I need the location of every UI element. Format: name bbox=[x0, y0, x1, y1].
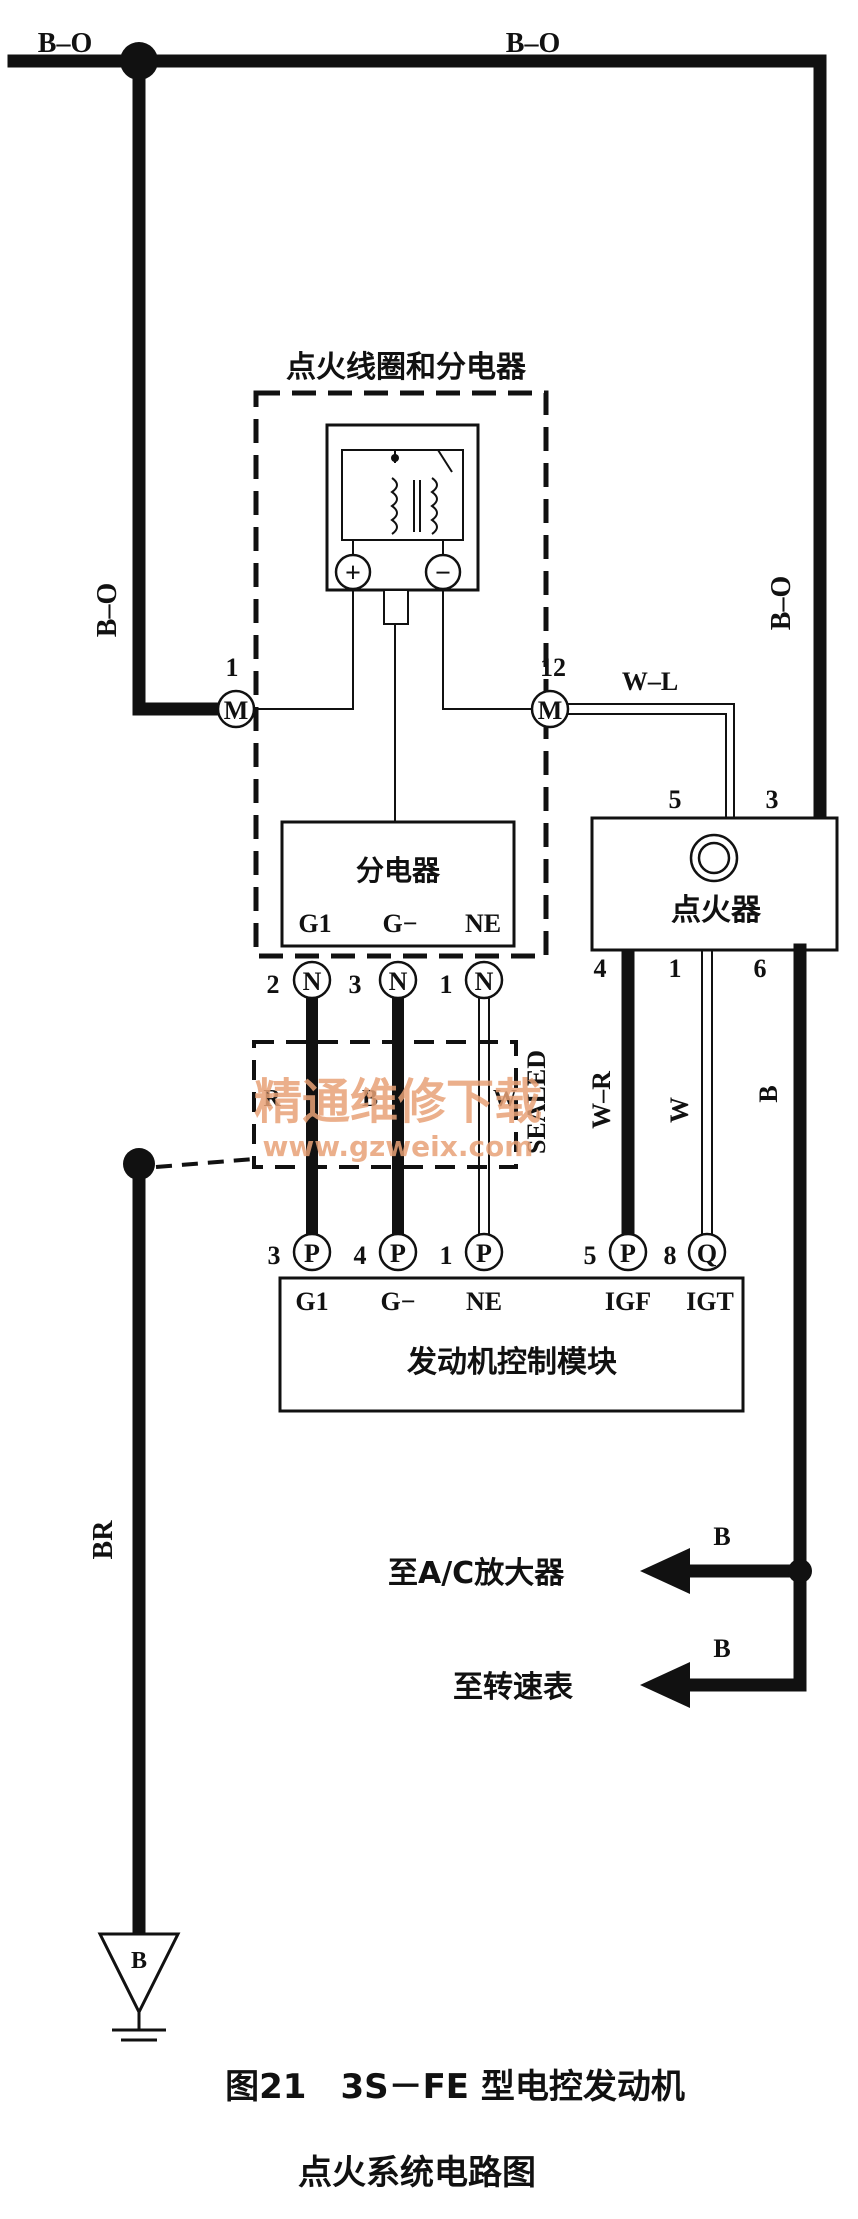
coil-minus-label: − bbox=[435, 558, 451, 589]
connector-n-gm-pin: 3 bbox=[349, 970, 362, 999]
igniter-box bbox=[590, 816, 839, 952]
distributor-pin-g-minus: G− bbox=[382, 909, 417, 938]
wire-label-w: W bbox=[665, 1097, 694, 1123]
wire-label-b-ac: B bbox=[713, 1522, 730, 1551]
wire-label-w-l: W–L bbox=[622, 667, 678, 696]
wire-label-b-o-top-left: B–O bbox=[38, 28, 92, 59]
connector-p-g1-pin: 3 bbox=[268, 1241, 281, 1270]
connector-n-g1-pin: 2 bbox=[267, 970, 280, 999]
ecm-pin-igt: IGT bbox=[686, 1287, 734, 1316]
igniter-pin-6: 6 bbox=[754, 954, 767, 983]
ecm-pin-g1: G1 bbox=[295, 1287, 328, 1316]
ground-symbol bbox=[97, 1932, 181, 2042]
distributor-box bbox=[280, 820, 516, 948]
watermark-url: www.gzweix.com bbox=[263, 1130, 534, 1163]
distributor-title: 分电器 bbox=[356, 854, 441, 887]
connector-p-g1-letter: P bbox=[304, 1239, 320, 1268]
wire-br bbox=[132, 1157, 255, 1934]
ground-splice bbox=[123, 1148, 155, 1180]
wire-w bbox=[701, 950, 713, 1235]
igniter-pin-5: 5 bbox=[669, 785, 682, 814]
connector-m-1-pin: 1 bbox=[226, 653, 239, 682]
coil-plus-label: + bbox=[345, 558, 361, 589]
ecm-pin-g-minus: G− bbox=[380, 1287, 415, 1316]
figure-caption-line1: 图21 3S－FE 型电控发动机 bbox=[225, 2067, 685, 2107]
ground-label: B bbox=[131, 1948, 147, 1974]
ecm-pin-ne: NE bbox=[466, 1287, 502, 1316]
coil-thin-wires bbox=[254, 540, 532, 710]
output-tach-label: 至转速表 bbox=[453, 1670, 573, 1705]
igniter-title: 点火器 bbox=[671, 893, 762, 928]
igniter-pin-3: 3 bbox=[766, 785, 779, 814]
distributor-pin-ne: NE bbox=[465, 909, 501, 938]
connector-n-gm-letter: N bbox=[389, 967, 408, 996]
connector-p-q-group bbox=[292, 1232, 727, 1272]
ecm-box bbox=[278, 1276, 745, 1413]
connector-p-igf-pin: 5 bbox=[584, 1241, 597, 1270]
connector-p-ne-pin: 1 bbox=[440, 1241, 453, 1270]
connector-p-gm-letter: P bbox=[390, 1239, 406, 1268]
igniter-pin-1: 1 bbox=[669, 954, 682, 983]
connector-m-1-letter: M bbox=[224, 696, 249, 725]
wire-label-b-igniter: B bbox=[754, 1085, 783, 1102]
wire-label-br: BR bbox=[88, 1520, 119, 1560]
wire-label-b-o-left: B–O bbox=[92, 583, 123, 637]
connector-q-igt-letter: Q bbox=[697, 1239, 717, 1268]
connector-q-igt-pin: 8 bbox=[664, 1241, 677, 1270]
splice-top bbox=[120, 42, 158, 80]
output-ac-label: 至A/C放大器 bbox=[388, 1556, 565, 1591]
arrow-tach-icon bbox=[640, 1662, 690, 1708]
connector-p-igf-letter: P bbox=[620, 1239, 636, 1268]
igniter-symbol-outer bbox=[689, 833, 739, 883]
connector-n-group bbox=[292, 960, 504, 1000]
watermark-title: 精通维修下载 bbox=[254, 1074, 542, 1130]
splice-ac bbox=[788, 1559, 812, 1583]
arrow-ac-icon bbox=[640, 1548, 690, 1594]
ignition-coil bbox=[325, 423, 480, 822]
igniter-symbol-inner bbox=[697, 841, 731, 875]
connector-n-ne-pin: 1 bbox=[440, 970, 453, 999]
connector-p-gm-pin: 4 bbox=[354, 1241, 367, 1270]
sealed-wire-r: R bbox=[263, 1086, 281, 1112]
connector-n-g1-letter: N bbox=[303, 967, 322, 996]
connector-m-12-pin: 12 bbox=[540, 653, 566, 682]
sealed-enclosure bbox=[252, 1040, 518, 1169]
connector-p-ne-letter: P bbox=[476, 1239, 492, 1268]
wire-label-b-o-right: B–O bbox=[766, 576, 797, 630]
connector-n-ne-letter: N bbox=[475, 967, 494, 996]
connector-m-1 bbox=[216, 689, 256, 729]
ecm-title: 发动机控制模块 bbox=[406, 1345, 617, 1380]
connector-m-12-letter: M bbox=[538, 696, 563, 725]
connector-m-12 bbox=[530, 689, 570, 729]
wire-label-w-r: W–R bbox=[587, 1071, 616, 1129]
figure-caption-line2: 点火系统电路图 bbox=[298, 2153, 536, 2193]
coil-distributor-enclosure bbox=[253, 390, 549, 959]
sealed-wire-w: W bbox=[493, 1086, 517, 1112]
igniter-pin-4: 4 bbox=[594, 954, 607, 983]
sealed-label: SEALED bbox=[522, 1050, 551, 1154]
wire-label-b-tach: B bbox=[713, 1634, 730, 1663]
sealed-wire-b: B bbox=[362, 1086, 378, 1112]
wire-ne bbox=[478, 998, 490, 1242]
wire-w-l bbox=[568, 703, 735, 818]
ecm-pin-igf: IGF bbox=[605, 1287, 651, 1316]
coil-group-title: 点火线圈和分电器 bbox=[286, 350, 527, 385]
wire-label-b-o-top-right: B–O bbox=[506, 28, 560, 59]
distributor-pin-g1: G1 bbox=[298, 909, 331, 938]
